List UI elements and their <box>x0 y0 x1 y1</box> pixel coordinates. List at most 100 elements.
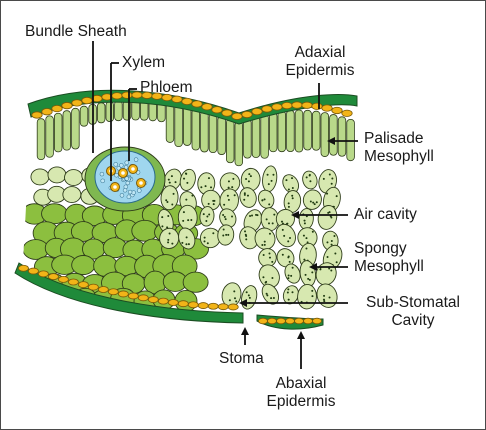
chloroplast <box>222 235 224 237</box>
palisade-cell <box>192 109 200 150</box>
spongy-mesophyll <box>156 165 345 311</box>
epidermal-cell <box>18 265 28 271</box>
chloroplast <box>231 186 233 188</box>
chloroplast <box>307 278 309 280</box>
chloroplast <box>161 225 163 227</box>
chloroplast <box>171 243 173 245</box>
parenchyma-cell <box>42 204 68 224</box>
chloroplast <box>271 261 273 263</box>
chloroplast <box>312 202 314 204</box>
chloroplast <box>229 299 231 301</box>
xylem-lumen <box>121 171 125 175</box>
chloroplast <box>234 297 236 299</box>
chloroplast <box>331 244 333 246</box>
epidermal-cell <box>198 303 208 309</box>
chloroplast <box>243 199 245 201</box>
palisade-cell <box>312 111 320 150</box>
chloroplast <box>213 203 215 205</box>
chloroplast <box>269 233 271 235</box>
palisade-cell <box>37 119 45 160</box>
chloroplast <box>190 219 192 221</box>
chloroplast <box>326 241 328 243</box>
chloroplast <box>227 234 229 236</box>
chloroplast <box>224 216 226 218</box>
chloroplast <box>266 294 268 296</box>
chloroplast <box>213 200 215 202</box>
mesophyll-cell <box>63 187 81 203</box>
chloroplast <box>314 203 316 205</box>
chloroplast <box>305 237 307 239</box>
chloroplast <box>261 244 263 246</box>
label-adaxial-epidermis: Adaxial Epidermis <box>277 44 363 80</box>
chloroplast <box>319 268 321 270</box>
chloroplast <box>210 186 212 188</box>
palisade-cell <box>115 101 123 121</box>
chloroplast <box>304 222 306 224</box>
label-abaxial-line1: Abaxial <box>257 375 345 393</box>
vascular-cell <box>120 193 124 197</box>
chloroplast <box>334 252 336 254</box>
epidermal-cell <box>208 303 218 309</box>
chloroplast <box>223 204 225 206</box>
chloroplast <box>208 214 210 216</box>
chloroplast <box>208 177 210 179</box>
chloroplast <box>171 204 173 206</box>
vascular-cell <box>134 158 138 162</box>
chloroplast <box>169 233 171 235</box>
vascular-cell <box>100 172 104 176</box>
chloroplast <box>311 290 313 292</box>
chloroplast <box>282 254 284 256</box>
label-xylem: Xylem <box>122 54 165 72</box>
chloroplast <box>233 290 235 292</box>
chloroplast <box>205 185 207 187</box>
parenchyma-cell <box>183 272 208 292</box>
chloroplast <box>187 219 189 221</box>
palisade-cell <box>304 110 312 150</box>
chloroplast <box>287 256 289 258</box>
chloroplast <box>262 276 264 278</box>
label-spongy-line2: Mesophyll <box>354 258 424 276</box>
chloroplast <box>223 228 225 230</box>
epidermal-cell <box>148 297 158 303</box>
chloroplast <box>289 237 291 239</box>
vascular-cell <box>126 181 130 185</box>
epidermal-cell <box>158 298 168 304</box>
epidermal-cell <box>28 268 38 274</box>
mesophyll-cell <box>48 167 66 183</box>
palisade-cell <box>63 111 71 150</box>
mesophyll-cell <box>65 170 83 186</box>
chloroplast <box>186 182 188 184</box>
chloroplast <box>287 240 289 242</box>
palisade-cell <box>347 119 355 160</box>
palisade-cell <box>72 108 80 149</box>
chloroplast <box>188 243 190 245</box>
chloroplast <box>267 174 269 176</box>
epidermal-cell <box>128 293 138 299</box>
chloroplast <box>191 195 193 197</box>
xylem-lumen <box>113 185 117 189</box>
chloroplast <box>228 199 230 201</box>
chloroplast <box>167 215 169 217</box>
chloroplast <box>171 175 173 177</box>
chloroplast <box>268 203 270 205</box>
palisade-cell <box>166 103 174 142</box>
chloroplast <box>292 267 294 269</box>
chloroplast <box>232 178 234 180</box>
chloroplast <box>311 295 313 297</box>
spongy-cell <box>297 284 317 310</box>
epidermal-cell <box>332 107 342 113</box>
chloroplast <box>323 299 325 301</box>
palisade-cell <box>321 113 329 157</box>
label-spongy-line1: Spongy <box>354 240 424 258</box>
palisade-cell <box>218 116 226 154</box>
label-substomatal-line1: Sub-Stomatal <box>351 294 475 312</box>
label-palisade-line1: Palisade <box>364 130 434 148</box>
spongy-cell <box>298 208 314 230</box>
label-spongy-mesophyll: Spongy Mesophyll <box>354 240 424 276</box>
chloroplast <box>255 214 257 216</box>
epidermal-cell <box>259 318 268 324</box>
chloroplast <box>264 241 266 243</box>
palisade-cell <box>106 102 114 122</box>
epidermal-cell <box>178 301 188 307</box>
chloroplast <box>273 214 275 216</box>
